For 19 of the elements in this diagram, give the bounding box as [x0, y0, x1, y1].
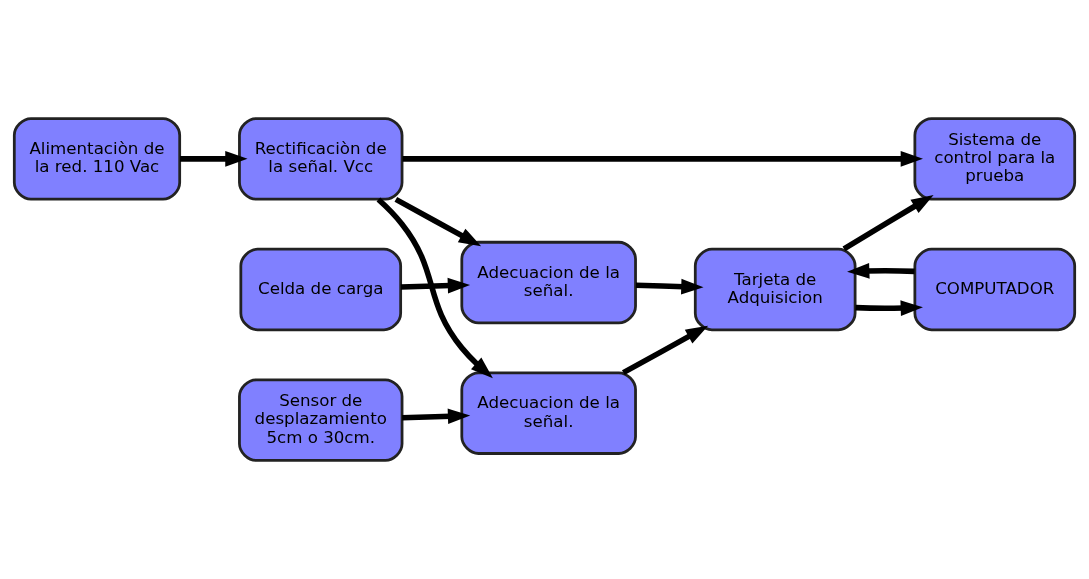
- node-box: Adecuacion de la señal.: [460, 371, 637, 455]
- node-box: Celda de carga: [239, 247, 403, 332]
- arrow: [855, 300, 923, 316]
- node-box: COMPUTADOR: [913, 247, 1077, 332]
- node-box: Rectificaciòn de la señal. Vcc: [238, 117, 404, 201]
- arrow: [622, 325, 709, 376]
- arrow: [842, 194, 934, 252]
- arrow: [376, 197, 493, 379]
- node-box: Tarjeta de Adquisicion: [693, 247, 857, 332]
- arrow: [402, 408, 471, 425]
- arrow: [847, 263, 915, 279]
- node-box: Adecuacion de la señal.: [460, 240, 637, 325]
- node-box: Alimentaciòn de la red. 110 Vac: [12, 117, 182, 201]
- arrow: [180, 151, 248, 167]
- arrow: [394, 196, 482, 247]
- arrow: [635, 278, 704, 295]
- node-box: Sistema de control para la prueba: [913, 117, 1077, 201]
- node-box: Sensor de desplazamiento 5cm o 30cm.: [238, 378, 404, 462]
- arrow: [402, 151, 923, 167]
